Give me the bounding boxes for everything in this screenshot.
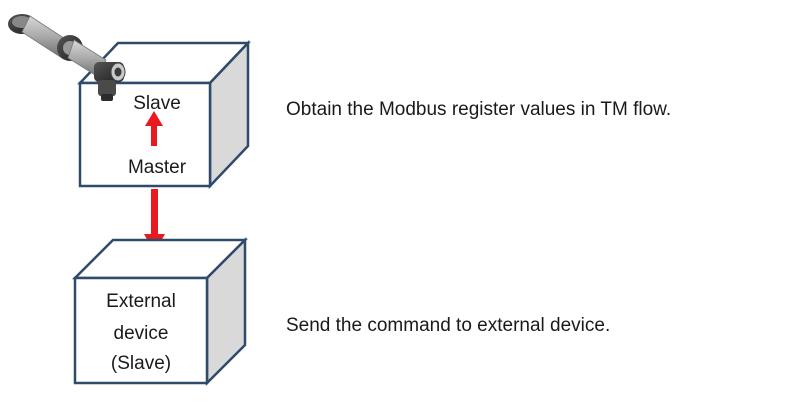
slave-label: Slave: [133, 93, 181, 114]
robot-arm-icon: [8, 14, 126, 101]
internal-up-arrow: [145, 111, 163, 146]
external-device-box: External device (Slave): [71, 236, 249, 387]
external-label-line1: External: [106, 291, 176, 312]
bottom-description: Send the command to external device.: [286, 315, 610, 336]
external-label-line2: device: [114, 323, 169, 344]
external-box-front-face: [73, 276, 209, 385]
master-label: Master: [128, 157, 187, 178]
external-label-line3: (Slave): [111, 353, 171, 374]
top-description: Obtain the Modbus register values in TM …: [286, 99, 671, 120]
